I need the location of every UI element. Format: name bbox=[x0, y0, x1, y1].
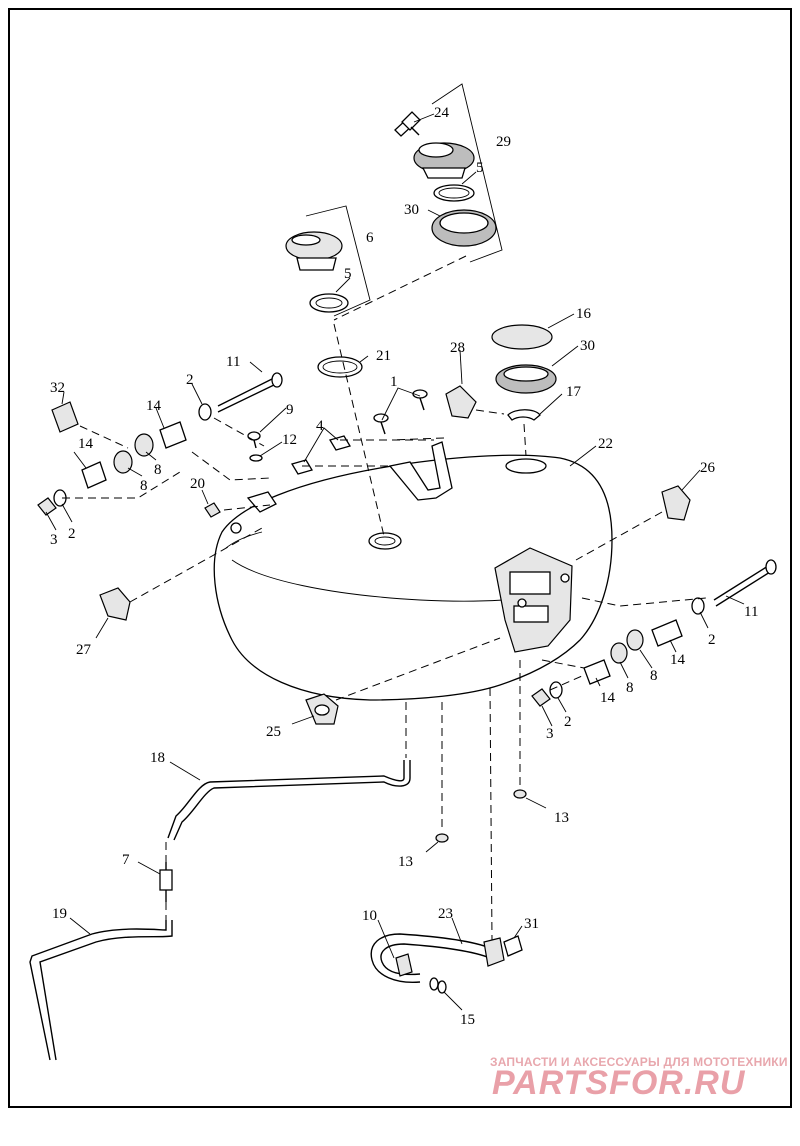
spring-nuts bbox=[291, 435, 351, 475]
callout-label: 17 bbox=[566, 384, 582, 400]
callout-label: 26 bbox=[700, 460, 716, 476]
screws-13 bbox=[435, 789, 527, 843]
callout-label: 30 bbox=[580, 338, 595, 354]
callout-label: 1 bbox=[390, 374, 398, 390]
callout-label: 2 bbox=[708, 632, 716, 648]
center-lines bbox=[62, 255, 707, 941]
callout-label: 3 bbox=[546, 726, 554, 742]
callout-label: 4 bbox=[316, 418, 324, 434]
callout-label: 11 bbox=[226, 354, 240, 370]
callout-labels: 24 29 5 30 6 5 16 30 28 21 11 1 17 32 2 … bbox=[50, 105, 758, 1028]
callout-label: 8 bbox=[154, 462, 162, 478]
screws bbox=[373, 389, 428, 435]
callout-label: 2 bbox=[68, 526, 76, 542]
left-mount-hardware bbox=[37, 372, 283, 621]
callout-label: 16 bbox=[576, 306, 592, 322]
callout-label: 14 bbox=[600, 690, 616, 706]
callout-label: 20 bbox=[190, 476, 205, 492]
callout-label: 13 bbox=[554, 810, 569, 826]
callout-label: 14 bbox=[78, 436, 94, 452]
callout-label: 32 bbox=[50, 380, 65, 396]
fuel-lines bbox=[29, 760, 523, 1061]
callout-label: 8 bbox=[626, 680, 634, 696]
right-mount-hardware bbox=[305, 485, 777, 725]
hose-clamp bbox=[317, 356, 363, 378]
callout-label: 15 bbox=[460, 1012, 475, 1028]
callout-label: 19 bbox=[52, 906, 67, 922]
callout-label: 30 bbox=[404, 202, 419, 218]
callout-label: 2 bbox=[564, 714, 572, 730]
callout-label: 7 bbox=[122, 852, 130, 868]
callout-label: 18 bbox=[150, 750, 165, 766]
callout-label: 28 bbox=[450, 340, 465, 356]
callout-label: 8 bbox=[650, 668, 658, 684]
leader-lines bbox=[45, 113, 745, 1011]
callout-label: 13 bbox=[398, 854, 413, 870]
callout-label: 24 bbox=[434, 105, 450, 121]
callout-label: 14 bbox=[146, 398, 162, 414]
callout-label: 8 bbox=[140, 478, 148, 494]
callout-label: 6 bbox=[366, 230, 374, 246]
callout-label: 2 bbox=[186, 372, 194, 388]
callout-label: 3 bbox=[50, 532, 58, 548]
watermark-logo: PARTSFOR.RU bbox=[492, 1064, 746, 1102]
callout-label: 21 bbox=[376, 348, 391, 364]
callout-label: 12 bbox=[282, 432, 297, 448]
vented-fuel-cap-assembly bbox=[285, 205, 371, 317]
callout-label: 25 bbox=[266, 724, 281, 740]
callout-label: 5 bbox=[476, 160, 484, 176]
callout-label: 14 bbox=[670, 652, 686, 668]
callout-label: 10 bbox=[362, 908, 377, 924]
bracket-clip bbox=[445, 385, 477, 419]
callout-label: 9 bbox=[286, 402, 294, 418]
callout-label: 5 bbox=[344, 266, 352, 282]
locking-fuel-cap-assembly bbox=[394, 83, 503, 263]
callout-label: 11 bbox=[744, 604, 758, 620]
callout-label: 27 bbox=[76, 642, 92, 658]
callout-label: 31 bbox=[524, 916, 539, 932]
callout-label: 22 bbox=[598, 436, 613, 452]
callout-label: 23 bbox=[438, 906, 453, 922]
top-cover-assembly bbox=[491, 324, 557, 421]
callout-label: 29 bbox=[496, 134, 511, 150]
watermark-tagline: ЗАПЧАСТИ И АКСЕССУАРЫ ДЛЯ МОТОТЕХНИКИ bbox=[490, 1055, 788, 1069]
fuel-tank bbox=[213, 441, 613, 701]
